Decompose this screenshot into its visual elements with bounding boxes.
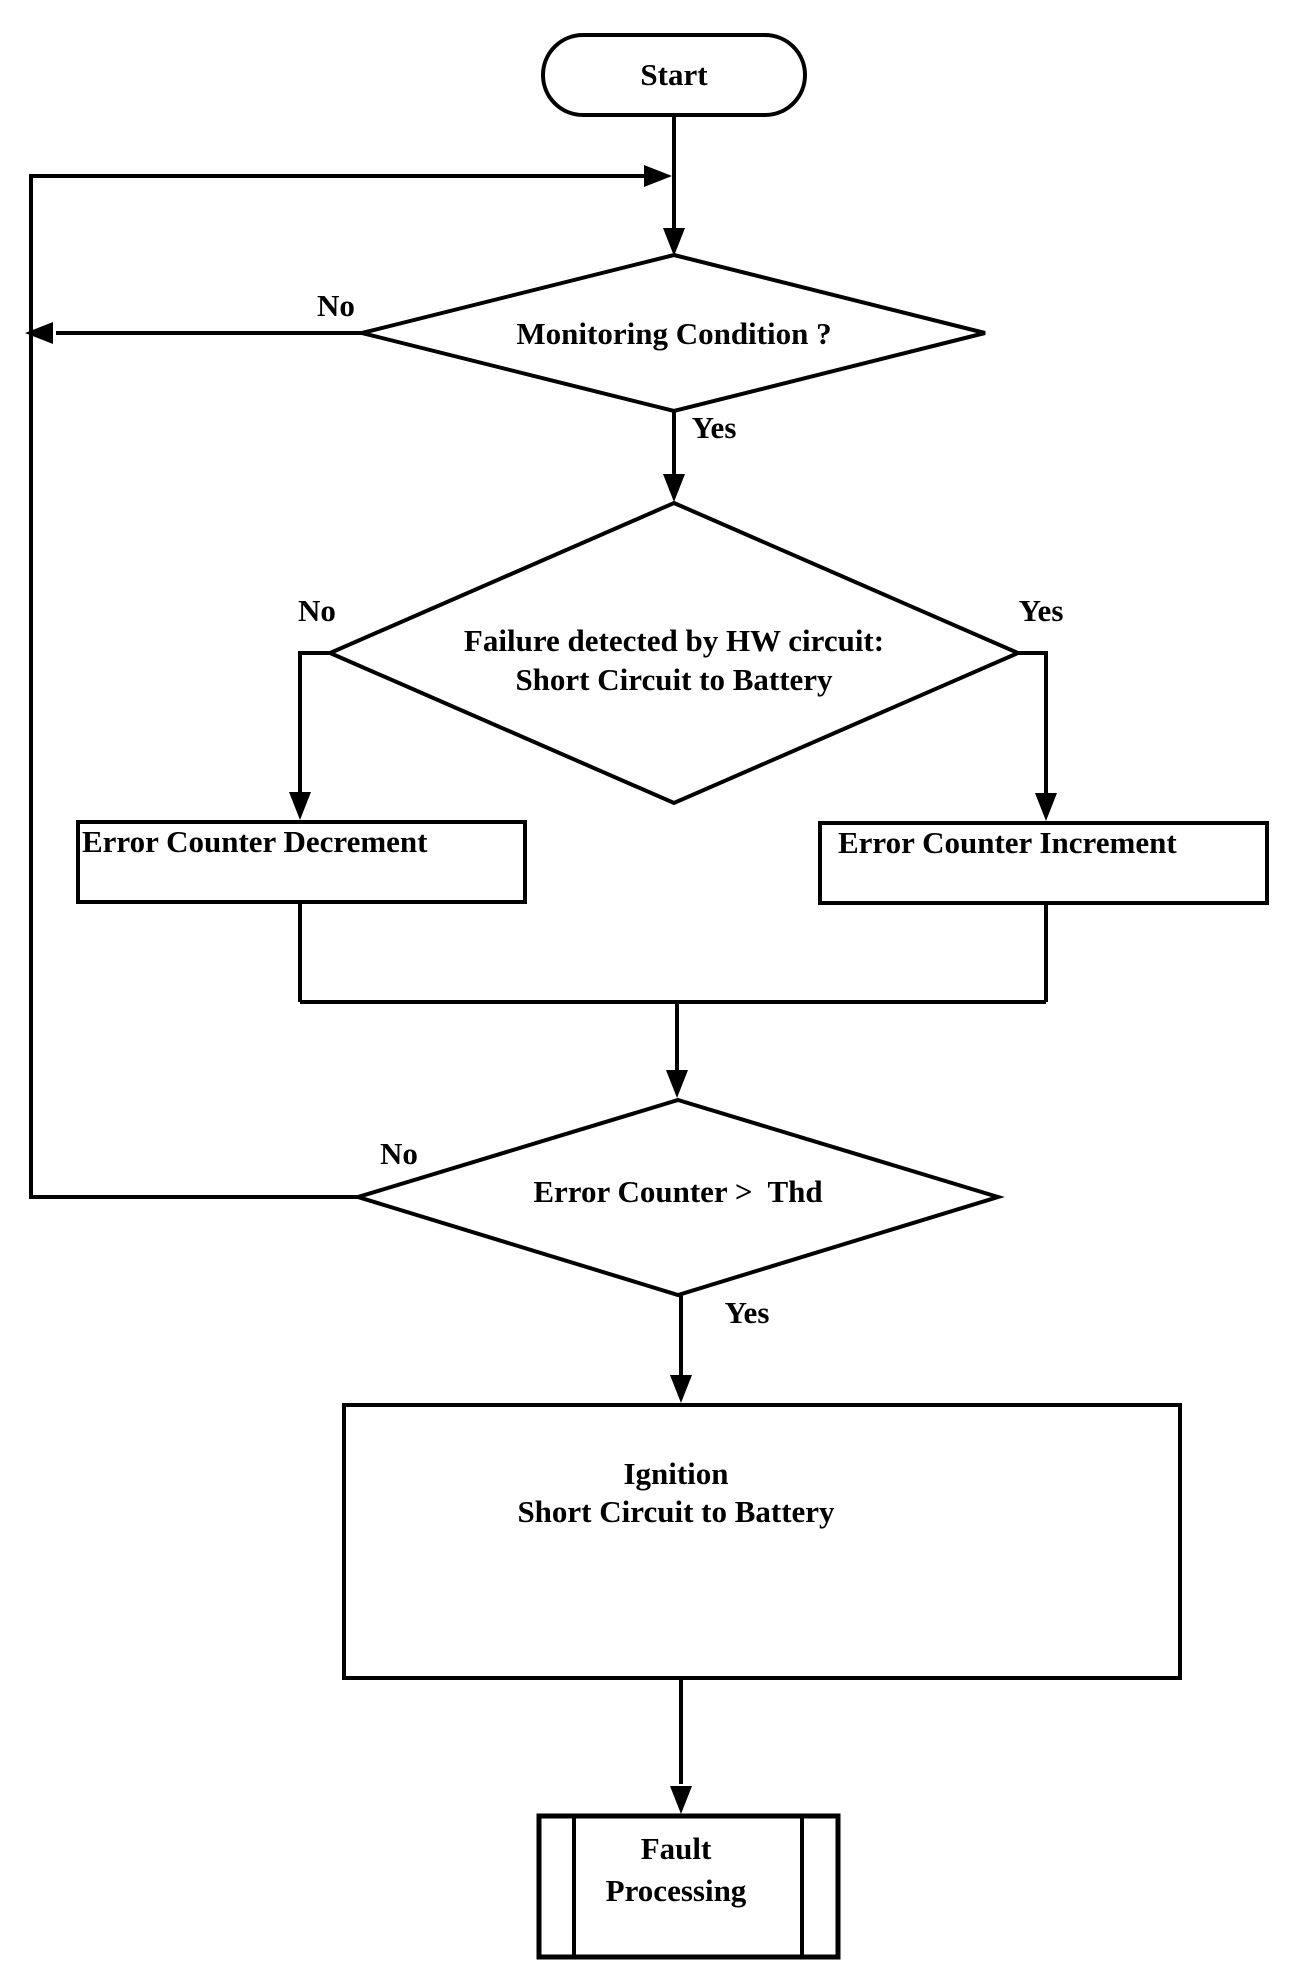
failure-no-label: No (298, 593, 336, 628)
monitoring-yes-label: Yes (691, 410, 737, 445)
error-counter-decrement-label: Error Counter Decrement (82, 824, 428, 859)
loop-return-rail (29, 174, 664, 1199)
ignition-short-circuit-label: Ignition Short Circuit to Battery (517, 1456, 835, 1529)
ignition-box (342, 1403, 1182, 1680)
failure-yes-label: Yes (1018, 593, 1064, 628)
arrowhead-down-increment-icon (1035, 793, 1057, 821)
fault-processing-label: Fault Processing (605, 1831, 747, 1908)
arrowhead-left-monitoring-no-icon (25, 322, 53, 344)
arrowhead-down-monitoring-icon (663, 228, 685, 256)
arrowhead-right-into-main-line-icon (644, 165, 672, 187)
edge-failure-yes (1018, 651, 1048, 793)
arrowhead-down-ignition-icon (670, 1375, 692, 1403)
failure-detected-label: Failure detected by HW circuit: Short Ci… (463, 623, 885, 697)
threshold-decision-diamond (351, 1097, 1005, 1298)
fault-processing-box (536, 1813, 841, 1960)
arrowhead-down-fault-icon (670, 1786, 692, 1814)
arrowhead-down-failure-icon (663, 474, 685, 502)
error-counter-increment-box (818, 821, 1269, 905)
monitoring-no-label: No (317, 288, 355, 323)
edge-failure-no (298, 651, 330, 792)
threshold-no-label: No (380, 1136, 418, 1171)
monitoring-condition-label: Monitoring Condition ? (516, 316, 832, 351)
error-counter-threshold-label: Error Counter > Thd (533, 1174, 823, 1209)
error-counter-increment-label: Error Counter Increment (838, 825, 1177, 860)
threshold-yes-label: Yes (724, 1295, 770, 1330)
arrowhead-down-threshold-icon (666, 1070, 688, 1098)
start-label: Start (640, 57, 708, 92)
arrowhead-down-decrement-icon (289, 792, 311, 820)
failure-decision-diamond (324, 500, 1024, 806)
